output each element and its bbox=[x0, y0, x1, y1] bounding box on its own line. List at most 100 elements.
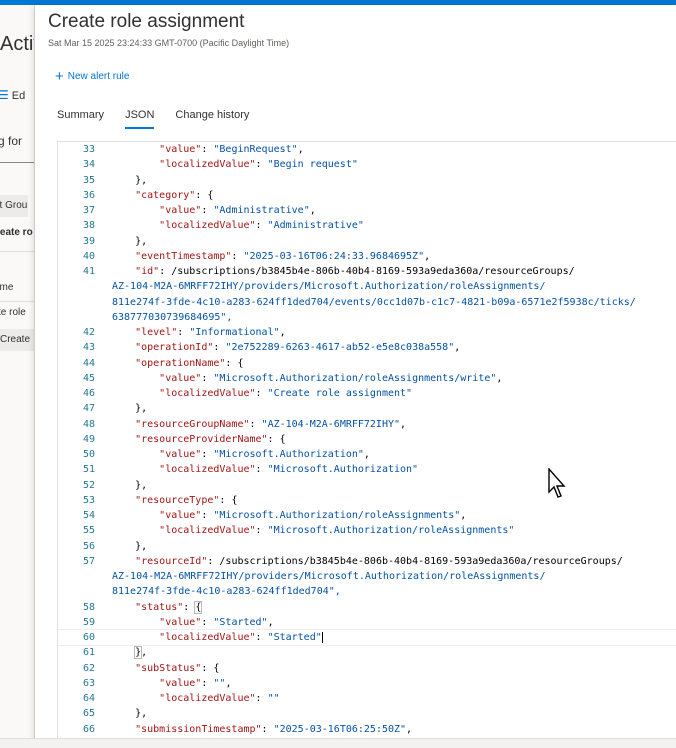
json-line[interactable]: 43 "operationId": "2e752289-6263-4617-ab… bbox=[58, 340, 676, 355]
json-line[interactable]: 54 "value": "Microsoft.Authorization/rol… bbox=[58, 508, 676, 523]
line-number: 64 bbox=[82, 693, 95, 704]
plus-icon: + bbox=[55, 67, 64, 85]
json-line-wrap: AZ-104-M2A-6MRFF72IHY/providers/Microsof… bbox=[112, 281, 546, 293]
line-number: 37 bbox=[82, 205, 95, 216]
background-list-item-selected[interactable]: Create bbox=[0, 329, 34, 351]
json-line[interactable]: 35 }, bbox=[58, 173, 676, 188]
json-line-text: "localizedValue": "Administrative" bbox=[159, 220, 364, 232]
detail-tabs: Summary JSON Change history bbox=[57, 109, 270, 129]
json-line[interactable]: 37 "value": "Administrative", bbox=[58, 203, 676, 218]
json-line[interactable]: 57 "resourceId": /subscriptions/b3845b4e… bbox=[58, 554, 676, 569]
bottom-scroll-bar[interactable] bbox=[0, 738, 676, 748]
json-line-text: }, bbox=[134, 646, 148, 660]
event-timestamp-subtitle: Sat Mar 15 2025 23:24:33 GMT-0700 (Pacif… bbox=[48, 38, 290, 48]
top-accent-bar bbox=[0, 0, 676, 5]
line-number: 46 bbox=[82, 388, 95, 399]
line-number: 52 bbox=[82, 479, 95, 491]
tab-summary[interactable]: Summary bbox=[57, 109, 105, 121]
line-number: 56 bbox=[82, 540, 95, 552]
line-number: 59 bbox=[82, 616, 95, 628]
json-line[interactable]: 50 "value": "Microsoft.Authorization", bbox=[58, 447, 676, 462]
background-search-input[interactable]: g for bbox=[0, 134, 23, 148]
json-line[interactable]: 53 "resourceType": { bbox=[58, 493, 676, 508]
background-blade: Activ ☰Ed g for nt Grou reate ro ame te … bbox=[0, 5, 35, 747]
line-number: 49 bbox=[82, 433, 95, 445]
json-line[interactable]: 45 "value": "Microsoft.Authorization/rol… bbox=[58, 371, 676, 386]
json-line[interactable]: 46 "localizedValue": "Create role assign… bbox=[58, 386, 676, 401]
json-line[interactable]: 44 "operationName": { bbox=[58, 356, 676, 371]
json-line-text: "id": /subscriptions/b3845b4e-806b-40b4-… bbox=[135, 266, 575, 277]
json-line[interactable]: 56 }, bbox=[58, 539, 676, 554]
json-line-text: "value": "Administrative", bbox=[159, 205, 316, 216]
json-editor[interactable]: 33 "value": "BeginRequest",34 "localized… bbox=[57, 141, 676, 746]
json-line-text: "value": "Microsoft.Authorization/roleAs… bbox=[159, 510, 467, 521]
new-alert-rule-button[interactable]: + New alert rule bbox=[55, 67, 129, 85]
background-list-item[interactable]: te role bbox=[0, 307, 26, 318]
line-number: 33 bbox=[82, 144, 95, 155]
line-number: 54 bbox=[82, 510, 95, 521]
json-line-text: }, bbox=[111, 479, 148, 491]
json-line[interactable]: 63 "value": "", bbox=[58, 676, 676, 691]
json-line[interactable]: 40 "eventTimestamp": "2025-03-16T06:24:3… bbox=[58, 249, 676, 264]
divider bbox=[0, 301, 34, 302]
background-group-row[interactable]: reate ro bbox=[0, 227, 33, 238]
json-line-text: "resourceType": { bbox=[135, 494, 238, 506]
background-edit-columns[interactable]: ☰Ed bbox=[0, 88, 25, 102]
json-line[interactable]: 60 "localizedValue": "Started" bbox=[58, 628, 676, 647]
json-line[interactable]: 48 "resourceGroupName": "AZ-104-M2A-6MRF… bbox=[58, 417, 676, 432]
json-line[interactable]: 58 "status": { bbox=[58, 600, 676, 615]
json-line-text: "status": { bbox=[135, 600, 203, 614]
json-line[interactable]: 47 }, bbox=[58, 401, 676, 416]
json-line[interactable]: 52 }, bbox=[58, 478, 676, 493]
json-line-wrap: 811e274f-3fde-4c10-a283-624ff1ded704", bbox=[112, 586, 341, 598]
json-line[interactable]: 41 "id": /subscriptions/b3845b4e-806b-40… bbox=[58, 264, 676, 279]
json-line[interactable]: 64 "localizedValue": "" bbox=[58, 691, 676, 706]
line-number: 36 bbox=[82, 189, 95, 201]
json-line-text: "localizedValue": "Microsoft.Authorizati… bbox=[159, 525, 515, 537]
line-number: 42 bbox=[82, 327, 95, 338]
json-line[interactable]: 36 "category": { bbox=[58, 188, 676, 203]
line-number: 47 bbox=[82, 403, 95, 415]
json-line-text: "operationId": "2e752289-6263-4617-ab52-… bbox=[135, 342, 461, 354]
json-line-text: "value": "Started", bbox=[159, 616, 274, 628]
json-line[interactable]: 66 "submissionTimestamp": "2025-03-16T06… bbox=[58, 722, 676, 737]
json-line[interactable]: 33 "value": "BeginRequest", bbox=[58, 142, 676, 157]
page-title: Create role assignment bbox=[48, 11, 245, 32]
json-line[interactable]: 39 }, bbox=[58, 234, 676, 249]
json-line-text: "value": "Microsoft.Authorization/roleAs… bbox=[159, 372, 503, 384]
background-filter-chip[interactable]: nt Grou bbox=[0, 195, 28, 217]
json-line-text: }, bbox=[111, 403, 148, 415]
tab-change-history[interactable]: Change history bbox=[175, 109, 250, 121]
text-caret bbox=[321, 631, 323, 643]
json-line[interactable]: 49 "resourceProviderName": { bbox=[58, 432, 676, 447]
json-line-text: "submissionTimestamp": "2025-03-16T06:25… bbox=[135, 723, 413, 735]
line-number: 43 bbox=[82, 342, 95, 354]
json-line-wrap: AZ-104-M2A-6MRFF72IHY/providers/Microsof… bbox=[112, 571, 546, 582]
json-line[interactable]: 42 "level": "Informational", bbox=[58, 325, 676, 340]
json-line-text: "localizedValue": "" bbox=[159, 693, 280, 704]
json-line-text: "localizedValue": "Started" bbox=[159, 631, 323, 643]
json-line-text: "resourceProviderName": { bbox=[135, 433, 286, 445]
line-number: 65 bbox=[82, 708, 95, 720]
list-icon: ☰ bbox=[0, 88, 9, 102]
json-line[interactable]: 55 "localizedValue": "Microsoft.Authoriz… bbox=[58, 523, 676, 538]
json-line[interactable]: 62 "subStatus": { bbox=[58, 661, 676, 676]
line-number: 38 bbox=[82, 220, 95, 232]
line-number: 66 bbox=[82, 723, 95, 735]
json-line-text: "category": { bbox=[135, 189, 214, 201]
line-number: 62 bbox=[82, 662, 95, 674]
json-line[interactable]: 59 "value": "Started", bbox=[58, 615, 676, 630]
json-line-text: }, bbox=[111, 708, 148, 720]
json-line[interactable]: 51 "localizedValue": "Microsoft.Authoriz… bbox=[58, 462, 676, 477]
json-line-text: }, bbox=[111, 540, 148, 552]
json-line[interactable]: 38 "localizedValue": "Administrative" bbox=[58, 218, 676, 233]
line-number: 57 bbox=[82, 555, 95, 567]
json-line[interactable]: 61 }, bbox=[58, 645, 676, 660]
json-line[interactable]: 65 }, bbox=[58, 706, 676, 721]
tab-json[interactable]: JSON bbox=[125, 109, 155, 129]
json-line-text: "localizedValue": "Create role assignmen… bbox=[159, 388, 413, 399]
line-number: 45 bbox=[82, 372, 95, 384]
background-title: Activ bbox=[0, 33, 34, 55]
json-line[interactable]: 34 "localizedValue": "Begin request" bbox=[58, 157, 676, 172]
mouse-pointer-icon bbox=[548, 468, 566, 498]
